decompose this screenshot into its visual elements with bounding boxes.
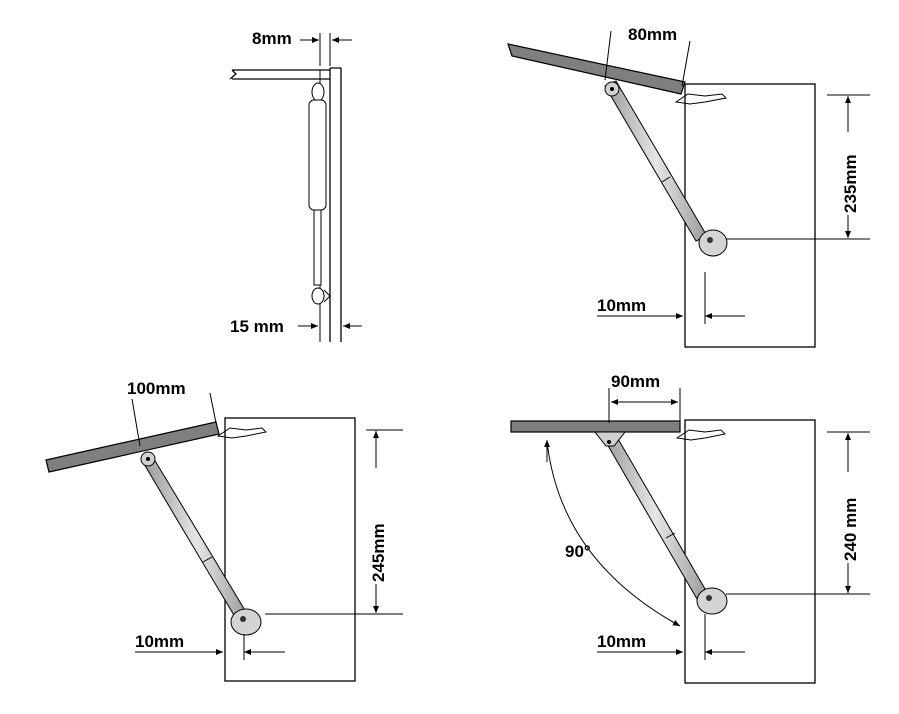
- lid-80: [507, 43, 686, 95]
- offset-label-80: 10mm: [597, 296, 646, 315]
- lid-label-100: 100mm: [127, 379, 186, 398]
- hinge-90: [675, 429, 727, 441]
- angle-arc: [546, 440, 681, 627]
- side-top-panel: [229, 69, 330, 80]
- bottom-label: 15 mm: [230, 317, 284, 336]
- lid-100: [45, 421, 220, 473]
- height-label-90: 240 mm: [841, 498, 860, 561]
- height-label-80: 235mm: [841, 154, 860, 213]
- strut-80: [604, 80, 728, 257]
- strut-100: [140, 451, 262, 636]
- lid-label-80: 80mm: [628, 25, 677, 44]
- lid-90: [510, 420, 681, 433]
- cabinet-box-90: [684, 419, 816, 684]
- figure-80mm: 80mm 235mm 10mm: [507, 25, 870, 348]
- offset-label-100: 10mm: [135, 632, 184, 651]
- side-gas-strut: [308, 82, 331, 305]
- lid-label-90: 90mm: [611, 372, 660, 391]
- angle-label: 90°: [565, 542, 591, 561]
- offset-label-90: 10mm: [597, 632, 646, 651]
- hinge-80: [674, 93, 728, 105]
- gap-label: 8mm: [252, 29, 292, 48]
- figure-90mm: 90mm 90° 240 mm 10mm: [510, 372, 870, 684]
- hinge-100: [216, 427, 268, 439]
- figure-100mm: 100mm 245mm 10mm: [45, 379, 403, 682]
- height-label-100: 245mm: [369, 523, 388, 582]
- figure-side-view: 8mm 15 mm: [229, 29, 362, 342]
- strut-90: [593, 431, 728, 615]
- side-wall: [329, 67, 342, 342]
- cabinet-box-100: [224, 417, 356, 682]
